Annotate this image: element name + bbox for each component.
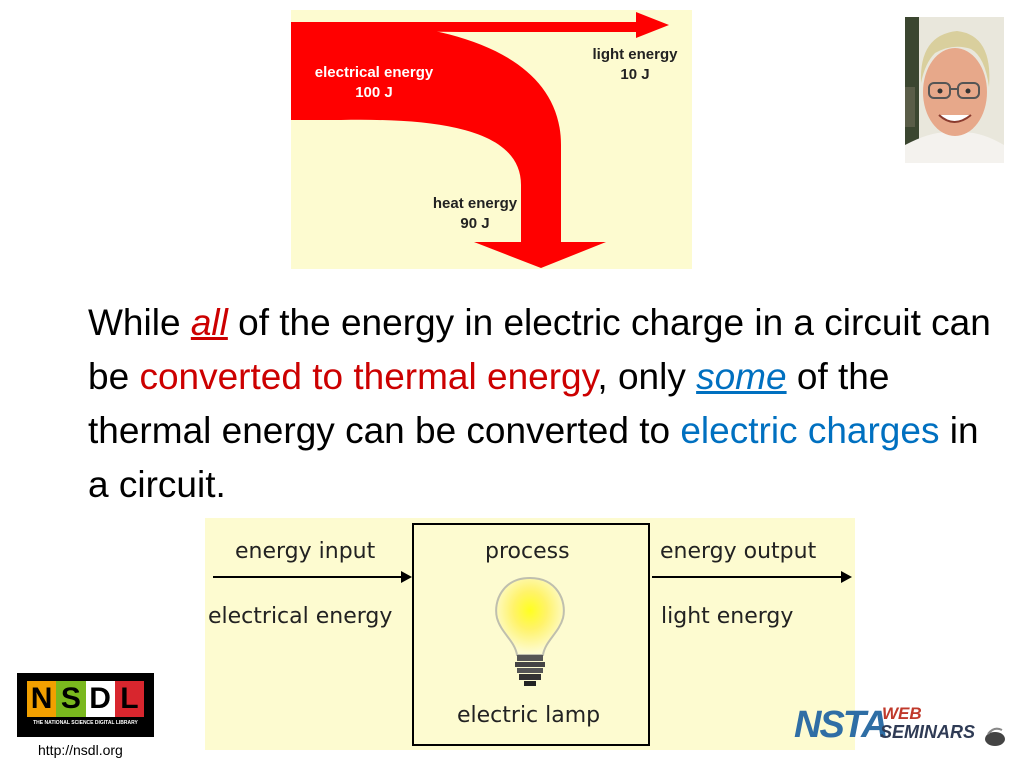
- heat-energy-value: 90 J: [460, 215, 490, 232]
- nsdl-tagline: THE NATIONAL SCIENCE DIGITAL LIBRARY: [33, 720, 138, 726]
- input-arrow-head: [401, 571, 412, 583]
- nsdl-url-link[interactable]: http://nsdl.org: [38, 742, 123, 758]
- process-header: process: [485, 539, 570, 564]
- light-bulb-icon: [495, 576, 565, 686]
- electrical-energy-value: 100 J: [355, 84, 393, 101]
- process-box: [412, 523, 650, 746]
- electrical-energy-label: electrical energy 100 J: [294, 63, 454, 103]
- mouse-cursor-icon: [985, 727, 1005, 746]
- electric-lamp-label: electric lamp: [457, 703, 601, 728]
- main-statement: While all of the energy in electric char…: [88, 296, 998, 512]
- nsta-seminars-text: SEMINARS: [880, 722, 976, 742]
- statement-part-2: of the energy in electric charge in a ci…: [88, 302, 991, 397]
- statement-part-5: in a circuit.: [88, 410, 979, 505]
- energy-input-header: energy input: [235, 539, 376, 564]
- statement-part-1: While: [88, 302, 191, 343]
- emphasis-converted-thermal: converted to thermal energy: [139, 356, 598, 397]
- nsdl-letter-d: D: [85, 681, 115, 717]
- presenter-photo: [905, 17, 1004, 163]
- nsdl-letter-l: L: [114, 681, 144, 717]
- energy-output-header: energy output: [660, 539, 817, 564]
- light-energy-text: light energy: [592, 46, 678, 63]
- presenter-portrait: [905, 17, 1004, 163]
- energy-flow-graphic: [291, 12, 669, 268]
- nsta-letters: NSTA: [794, 704, 889, 746]
- nsta-web-seminars-logo[interactable]: NSTA WEB SEMINARS: [794, 702, 1008, 750]
- nsdl-letter-n: N: [27, 681, 57, 717]
- electrical-energy-input: electrical energy: [208, 604, 393, 629]
- nsta-web-text: WEB: [882, 704, 922, 723]
- emphasis-all: all: [190, 302, 228, 343]
- light-energy-value: 10 J: [620, 66, 650, 83]
- emphasis-some: some: [696, 356, 787, 397]
- statement-part-3: , only: [597, 356, 697, 397]
- output-arrow-head: [841, 571, 852, 583]
- heat-energy-text: heat energy: [432, 195, 518, 212]
- light-flow-band: [341, 12, 669, 38]
- emphasis-electric-charges: electric charges: [680, 410, 940, 451]
- nsdl-letters: N S D L: [27, 681, 144, 717]
- energy-flow-diagram: electrical energy 100 J light energy 10 …: [291, 10, 692, 269]
- lamp-energy-diagram: energy input process energy output elect…: [205, 518, 855, 750]
- lamp-arrows: [213, 571, 852, 583]
- light-energy-output: light energy: [661, 604, 794, 629]
- statement-part-4: of the thermal energy can be converted t…: [88, 356, 890, 451]
- electrical-energy-text: electrical energy: [314, 64, 434, 81]
- light-energy-label: light energy 10 J: [575, 45, 695, 85]
- heat-energy-label: heat energy 90 J: [415, 194, 535, 234]
- nsdl-logo[interactable]: N S D L THE NATIONAL SCIENCE DIGITAL LIB…: [17, 673, 154, 737]
- heat-flow-band: [291, 22, 606, 268]
- nsdl-letter-s: S: [56, 681, 86, 717]
